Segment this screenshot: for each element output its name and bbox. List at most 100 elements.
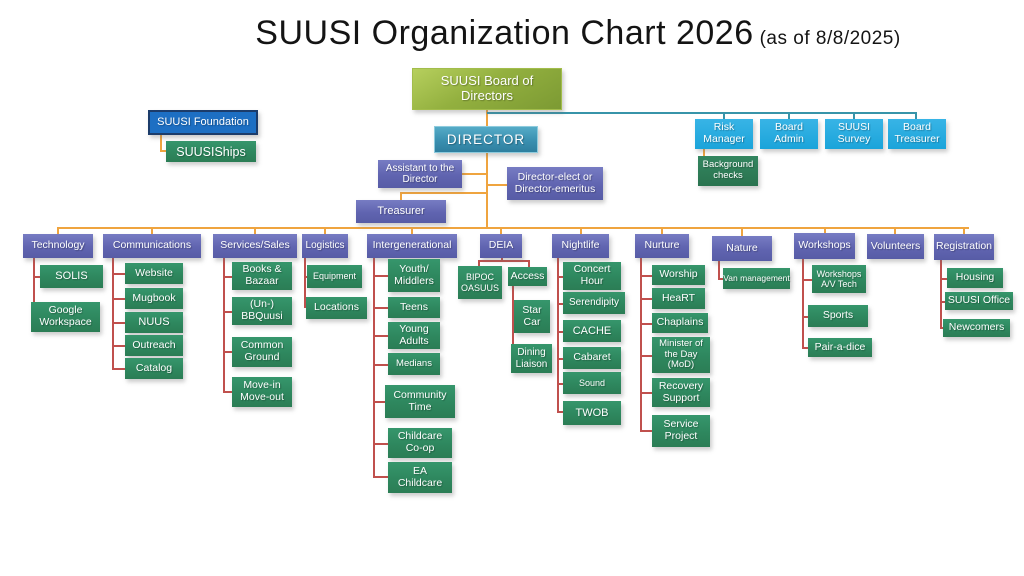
node-solis: SOLIS — [40, 265, 103, 288]
node-cabaret: Cabaret — [563, 347, 621, 369]
connector-line — [486, 153, 488, 228]
node-equipment: Equipment — [307, 265, 362, 288]
connector-line — [802, 279, 812, 281]
connector-line — [528, 260, 530, 268]
connector-line — [557, 411, 563, 413]
connector-line — [223, 351, 232, 353]
node-star-car: Star Car — [514, 300, 550, 333]
node-twob: TWOB — [563, 401, 621, 425]
node-nuus: NUUS — [125, 312, 183, 333]
connector-line — [940, 278, 947, 280]
connector-line — [223, 258, 225, 392]
node-background-checks: Background checks — [698, 156, 758, 186]
connector-line — [254, 227, 256, 235]
node-pair-a-dice: Pair-a-dice — [808, 338, 872, 357]
node-service-project: Service Project — [652, 415, 710, 447]
connector-line — [640, 298, 652, 300]
node-serendipity: Serendipity — [563, 292, 625, 314]
node-dept-registration: Registration — [934, 234, 994, 260]
connector-line — [741, 227, 743, 237]
chart-title-main: SUUSI Organization Chart 2026 — [255, 14, 754, 52]
node-concert-hour: Concert Hour — [563, 262, 621, 290]
node-childcare-co-op: Childcare Co-op — [388, 428, 452, 458]
connector-line — [33, 258, 35, 304]
node-cache: CACHE — [563, 320, 621, 342]
connector-line — [802, 259, 804, 348]
connector-line — [112, 298, 125, 300]
connector-line — [33, 276, 41, 278]
node-housing: Housing — [947, 268, 1003, 288]
connector-line — [940, 301, 945, 303]
node-assistant-to-director: Assistant to the Director — [378, 160, 462, 188]
node-board-treasurer: Board Treasurer — [888, 119, 946, 149]
connector-line — [640, 275, 652, 277]
connector-line — [112, 345, 125, 347]
node-mugbook: Mugbook — [125, 288, 183, 309]
connector-line — [963, 227, 965, 235]
node-van-management: Van management — [723, 268, 790, 289]
connector-line — [324, 227, 326, 235]
node-books-bazaar: Books & Bazaar — [232, 262, 292, 290]
node-website: Website — [125, 263, 183, 284]
connector-line — [703, 148, 705, 157]
connector-line — [373, 476, 388, 478]
node-dining-liaison: Dining Liaison — [511, 344, 552, 373]
connector-line — [557, 303, 563, 305]
connector-line — [640, 355, 652, 357]
connector-line — [802, 347, 808, 349]
node-dept-services-sales: Services/Sales — [213, 234, 297, 258]
connector-line — [223, 311, 232, 313]
connector-line — [373, 335, 388, 337]
node-young-adults: Young Adults — [388, 322, 440, 349]
connector-line — [512, 316, 515, 318]
node-dept-intergenerational: Intergenerational — [367, 234, 457, 258]
node-director-elect: Director-elect or Director-emeritus — [507, 167, 603, 200]
connector-line — [223, 391, 232, 393]
connector-line — [824, 227, 826, 234]
connector-line — [373, 275, 388, 277]
node-move-in-move-out: Move-in Move-out — [232, 377, 292, 407]
node-newcomers: Newcomers — [943, 319, 1010, 337]
node-worship: Worship — [652, 265, 705, 285]
connector-line — [304, 257, 306, 308]
connector-line — [112, 322, 125, 324]
connector-line — [112, 273, 125, 275]
connector-line — [640, 323, 652, 325]
node-dept-deia: DEIA — [480, 234, 522, 258]
connector-line — [462, 173, 487, 175]
node-risk-manager: Risk Manager — [695, 119, 753, 149]
node-suusi-survey: SUUSI Survey — [825, 119, 883, 149]
connector-line — [557, 276, 563, 278]
connector-line — [915, 112, 917, 120]
node-common-ground: Common Ground — [232, 337, 292, 367]
connector-line — [894, 227, 896, 235]
node-suusiships: SUUSIShips — [166, 141, 256, 162]
node-suusi-office: SUUSI Office — [945, 292, 1013, 310]
connector-line — [411, 227, 413, 235]
node-dept-communications: Communications — [103, 234, 201, 258]
node-google-workspace: Google Workspace — [31, 302, 100, 332]
connector-line — [640, 258, 642, 431]
node-board: SUUSI Board of Directors — [412, 68, 562, 110]
node-un-bbquusi: (Un-) BBQuusi — [232, 297, 292, 325]
connector-line — [557, 258, 559, 411]
node-chaplains: Chaplains — [652, 313, 708, 333]
connector-line — [661, 227, 663, 235]
connector-line — [557, 383, 563, 385]
node-access: Access — [508, 267, 547, 286]
node-dept-nightlife: Nightlife — [552, 234, 609, 258]
node-heart: HeaRT — [652, 288, 705, 309]
node-treasurer: Treasurer — [356, 200, 446, 223]
node-ea-childcare: EA Childcare — [388, 462, 452, 493]
node-teens: Teens — [388, 297, 440, 318]
connector-line — [400, 192, 402, 201]
node-community-time: Community Time — [385, 385, 455, 418]
node-youth-middlers: Youth/ Middlers — [388, 259, 440, 292]
connector-line — [853, 112, 855, 120]
connector-line — [788, 112, 790, 120]
connector-line — [373, 364, 388, 366]
connector-line — [160, 150, 168, 152]
connector-line — [723, 112, 725, 120]
connector-line — [478, 260, 528, 262]
connector-line — [487, 184, 507, 186]
